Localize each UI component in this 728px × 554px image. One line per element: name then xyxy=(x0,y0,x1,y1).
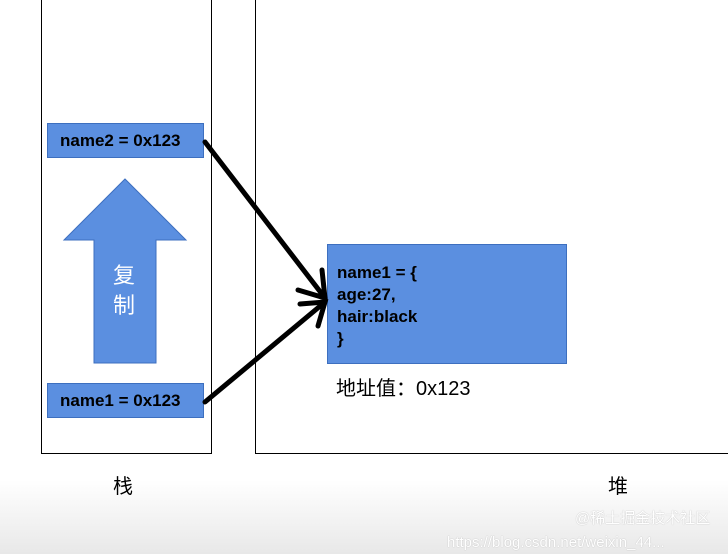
heap-object-box: name1 = { age:27, hair:black } xyxy=(327,244,567,364)
watermark-brand: @稀土掘金技术社区 xyxy=(575,510,711,527)
object-line: } xyxy=(337,329,344,348)
copy-text-1: 复 xyxy=(113,263,136,288)
copy-up-arrow-icon xyxy=(62,178,188,364)
object-line: age:27, xyxy=(337,285,396,304)
watermark-url: https://blog.csdn.net/weixin_44... xyxy=(447,534,665,551)
object-line: hair:black xyxy=(337,307,418,326)
stack-label: 栈 xyxy=(113,476,133,498)
address-label: 地址值：0x123 xyxy=(336,378,471,400)
arrow-name2-to-object xyxy=(202,139,328,302)
arrow-name1-to-object xyxy=(202,299,329,405)
stack-box-name1: name1 = 0x123 xyxy=(47,383,204,418)
heap-frame xyxy=(255,0,728,454)
object-line: name1 = { xyxy=(337,263,417,282)
heap-label: 堆 xyxy=(608,476,628,498)
copy-text-2: 制 xyxy=(113,293,136,318)
